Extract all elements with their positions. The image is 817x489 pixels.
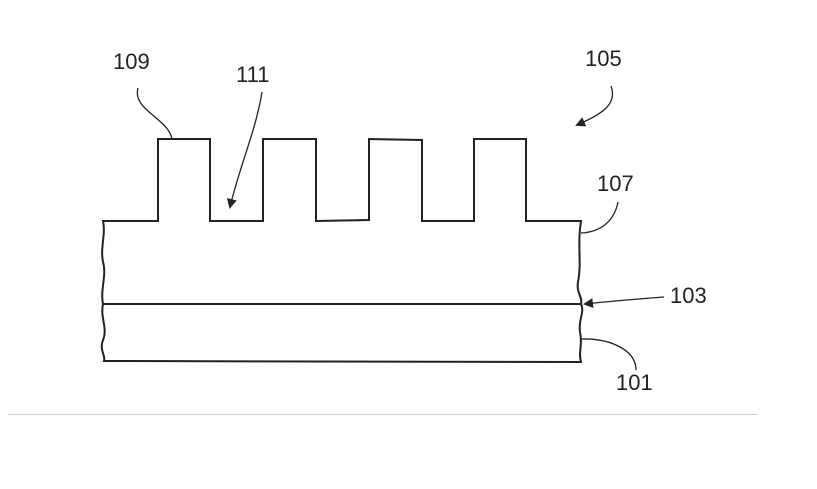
label-103: 103 xyxy=(670,283,707,308)
arrow-103 xyxy=(583,296,665,309)
leader-101 xyxy=(580,338,637,371)
label-107: 107 xyxy=(597,171,634,196)
substrate-outline xyxy=(100,303,584,364)
fin-layer-outline xyxy=(101,137,583,305)
label-109: 109 xyxy=(113,49,150,74)
arrow-105 xyxy=(575,85,614,127)
label-105: 105 xyxy=(585,46,622,71)
page-separator xyxy=(8,414,758,415)
leader-107 xyxy=(580,201,619,234)
label-101: 101 xyxy=(616,370,653,395)
arrow-111 xyxy=(226,91,263,209)
leader-109 xyxy=(136,87,173,140)
label-111: 111 xyxy=(236,62,270,87)
